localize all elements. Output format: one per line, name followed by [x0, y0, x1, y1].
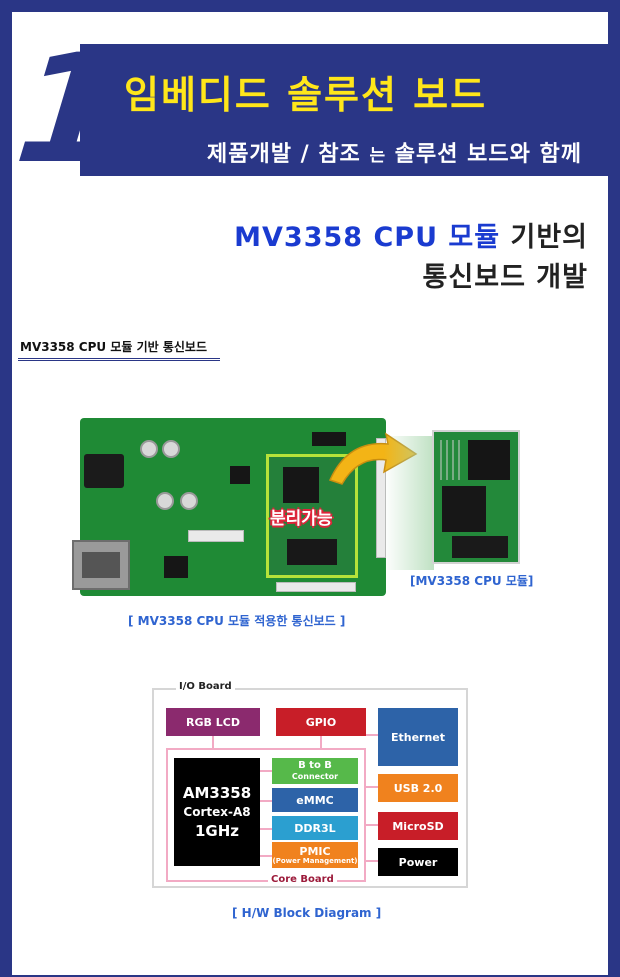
- ddr3l-block: DDR3L: [272, 816, 358, 840]
- cpu-clock: 1GHz: [194, 821, 240, 840]
- chip-image: [312, 432, 346, 446]
- banner-subtitle: 제품개발 / 참조 는 솔루션 보드와 함께: [207, 136, 582, 168]
- core-board-frame: [166, 748, 366, 882]
- connector-line: [366, 786, 378, 788]
- capacitor-image: [156, 492, 174, 510]
- connector-line: [260, 800, 272, 802]
- microsd-block: MicroSD: [378, 812, 458, 840]
- connector-image: [188, 530, 244, 542]
- chip-image: [452, 536, 508, 558]
- power-block: Power: [378, 848, 458, 876]
- capacitor-image: [140, 440, 158, 458]
- module-glow: [384, 436, 434, 570]
- btob-subtitle: Connector: [291, 772, 339, 781]
- heading-suffix: 기반의: [500, 222, 588, 253]
- core-board-label: Core Board: [268, 874, 337, 885]
- connector-image: [276, 582, 356, 592]
- section-underline: [18, 358, 220, 361]
- emmc-block: eMMC: [272, 788, 358, 812]
- connector-line: [320, 736, 322, 750]
- module-caption: [MV3358 CPU 모듈]: [410, 574, 534, 588]
- heading-product-name: MV3358 CPU 모듈: [234, 222, 501, 253]
- heading-line-2: 통신보드 개발: [422, 262, 588, 293]
- connector-line: [260, 855, 272, 857]
- chip-image: [164, 556, 188, 578]
- power-jack-image: [84, 454, 124, 488]
- diagram-caption: [ H/W Block Diagram ]: [232, 906, 382, 920]
- chip-image: [283, 467, 319, 503]
- detachable-label: 분리가능: [270, 509, 333, 529]
- section-heading: MV3358 CPU 모듈 기반의 통신보드 개발: [234, 218, 588, 298]
- chip-image: [287, 539, 337, 565]
- gpio-block: GPIO: [276, 708, 366, 736]
- banner-title: 임베디드 솔루션 보드: [124, 73, 488, 117]
- connector-line: [260, 828, 272, 830]
- btob-title: B to B: [298, 760, 332, 771]
- block-diagram: I/O Board Core Board RGB LCD GPIO Ethern…: [152, 681, 468, 888]
- capacitor-image: [180, 492, 198, 510]
- usb-block: USB 2.0: [378, 774, 458, 802]
- btob-connector-block: B to B Connector: [272, 758, 358, 784]
- cpu-module-image: [432, 430, 520, 564]
- section-label: MV3358 CPU 모듈 기반 통신보드: [20, 340, 208, 354]
- connector-line: [366, 860, 378, 862]
- pmic-block: PMIC (Power Management): [272, 842, 358, 868]
- connector-line: [366, 734, 378, 736]
- cpu-model: AM3358: [182, 783, 252, 802]
- pmic-subtitle: (Power Management): [272, 856, 358, 865]
- board-caption: [ MV3358 CPU 모듈 적용한 통신보드 ]: [128, 614, 346, 628]
- chip-image: [230, 466, 250, 484]
- connector-line: [260, 770, 272, 772]
- section-number: 1: [12, 23, 132, 197]
- subtitle-part-b: 솔루션 보드와 함께: [386, 142, 582, 167]
- chip-image: [442, 486, 486, 532]
- subtitle-particle: 는: [369, 146, 387, 166]
- subtitle-part-a: 제품개발 / 참조: [207, 142, 370, 167]
- heading-line-1: MV3358 CPU 모듈 기반의: [234, 218, 588, 258]
- ethernet-jack-image: [72, 540, 130, 590]
- pin-grid-image: [440, 440, 464, 480]
- capacitor-image: [162, 440, 180, 458]
- title-banner: 임베디드 솔루션 보드 제품개발 / 참조 는 솔루션 보드와 함께: [80, 44, 608, 176]
- pmic-title: PMIC: [299, 844, 331, 858]
- connector-line: [366, 824, 378, 826]
- ethernet-block: Ethernet: [378, 708, 458, 766]
- rgb-lcd-block: RGB LCD: [166, 708, 260, 736]
- chip-image: [468, 440, 510, 480]
- io-board-label: I/O Board: [176, 681, 235, 692]
- cpu-block: AM3358 Cortex-A8 1GHz: [174, 758, 260, 866]
- product-page: 1 임베디드 솔루션 보드 제품개발 / 참조 는 솔루션 보드와 함께 MV3…: [12, 12, 608, 975]
- cpu-core: Cortex-A8: [183, 804, 251, 819]
- connector-line: [212, 736, 214, 750]
